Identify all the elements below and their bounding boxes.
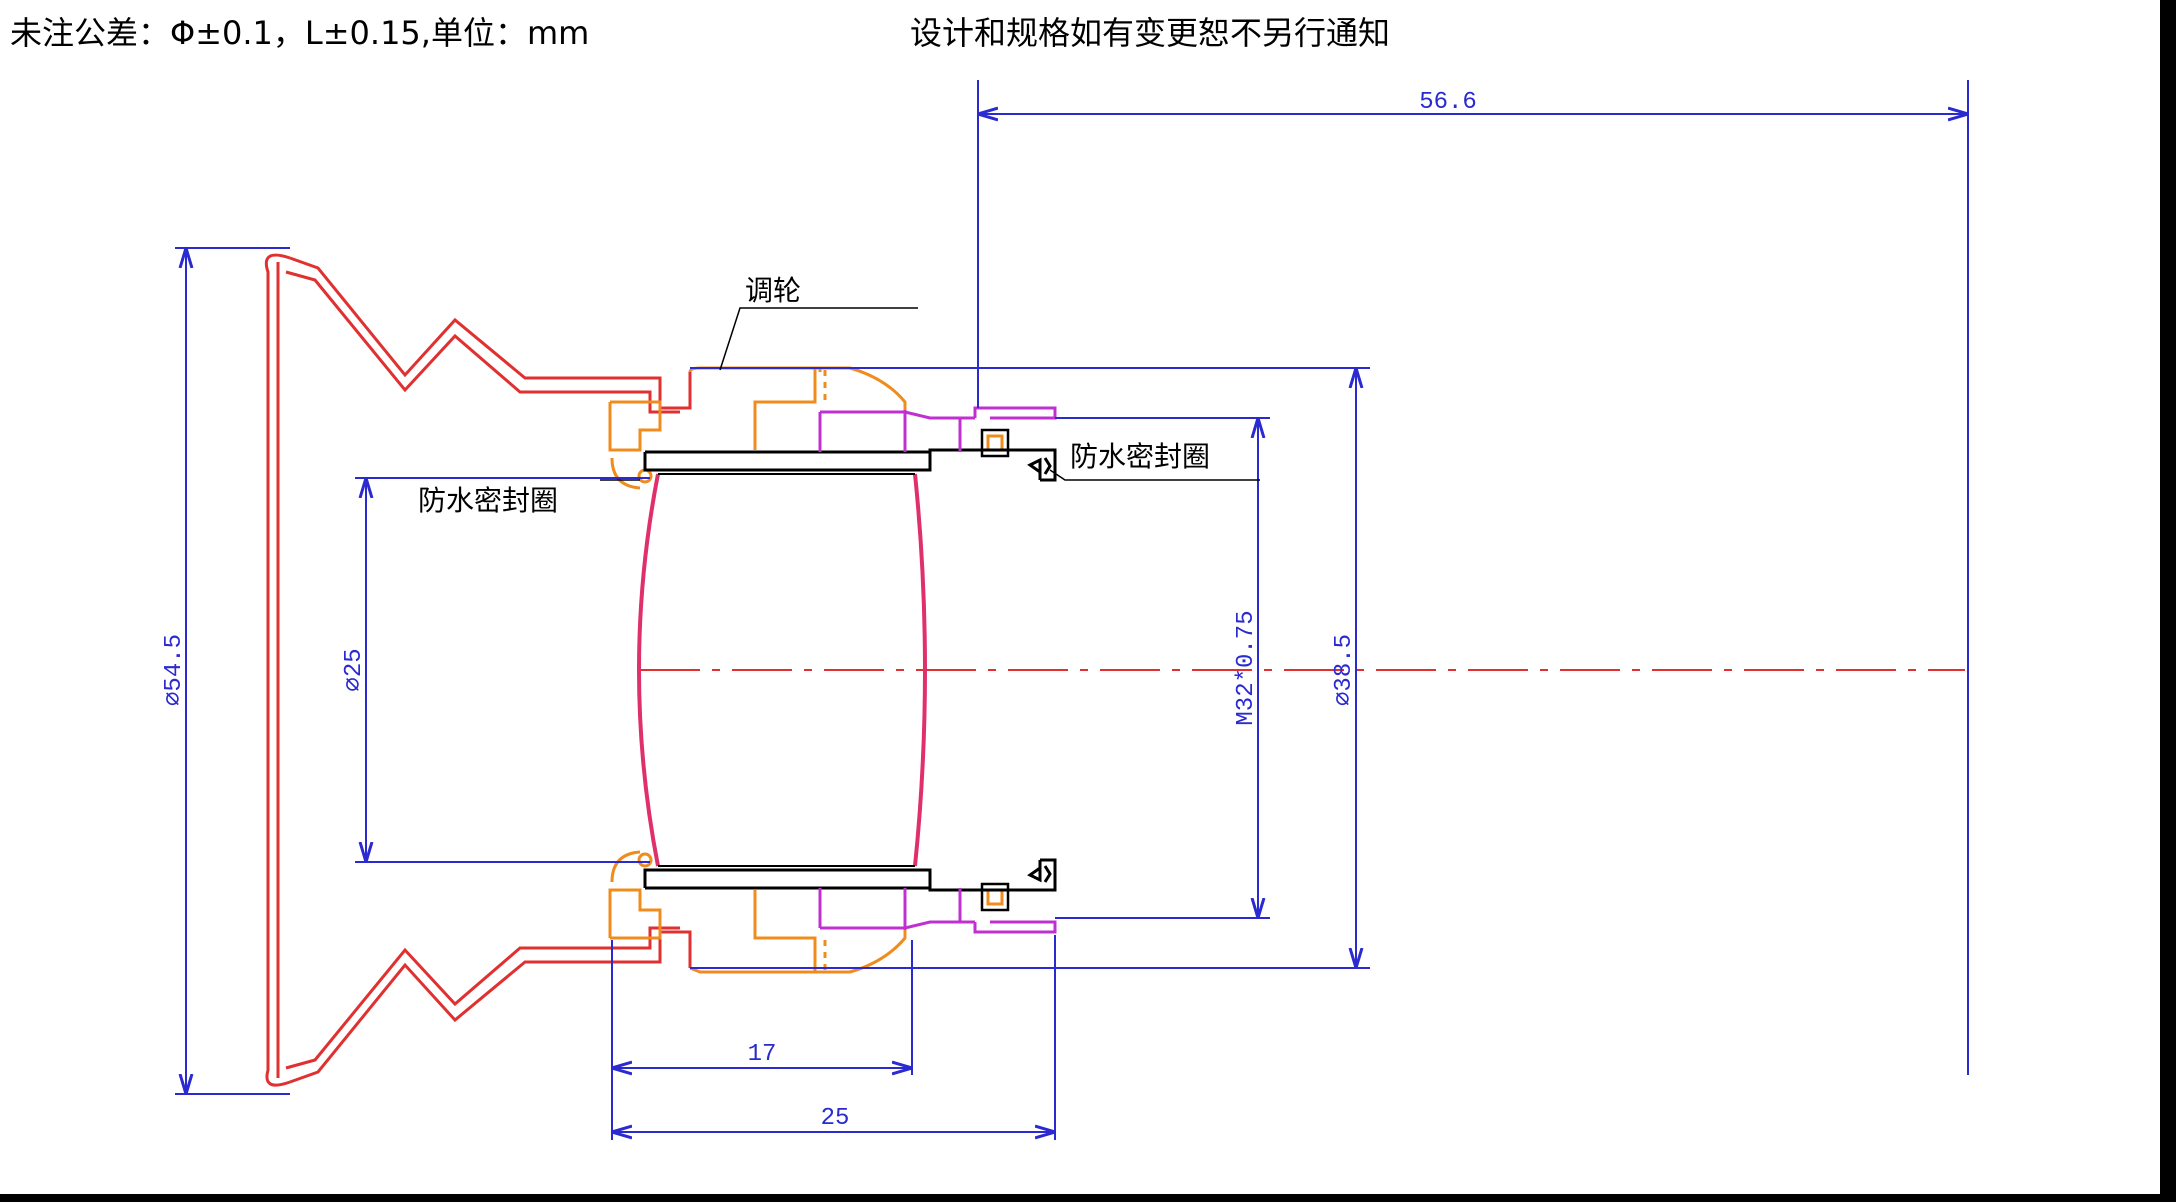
dim-thread: M32*0.75: [1233, 610, 1260, 725]
dim-length-25: 25: [821, 1105, 850, 1132]
dim-length-17: 17: [748, 1041, 777, 1068]
dim-outer-diameter: ⌀54.5: [161, 634, 188, 706]
label-adjust-wheel: 调轮: [745, 274, 801, 307]
label-seal-ring-left: 防水密封圈: [418, 484, 558, 517]
eyecup: [264, 253, 692, 1087]
retainer-ring: [818, 406, 1057, 934]
dim-body-diameter: ⌀38.5: [1331, 634, 1358, 706]
barrel-body: [643, 428, 1057, 912]
tolerance-note: 未注公差：Φ±0.1，L±0.15,单位：mm: [10, 14, 590, 52]
dim-lens-diameter: ⌀25: [341, 648, 368, 691]
lens-element: [637, 473, 927, 867]
dimension-lines: [175, 80, 1969, 1140]
leader-lines: [600, 307, 1260, 481]
change-notice: 设计和规格如有变更恕不另行通知: [910, 14, 1391, 52]
label-seal-ring-right: 防水密封圈: [1070, 440, 1210, 473]
dim-overall-length: 56.6: [1419, 89, 1477, 116]
